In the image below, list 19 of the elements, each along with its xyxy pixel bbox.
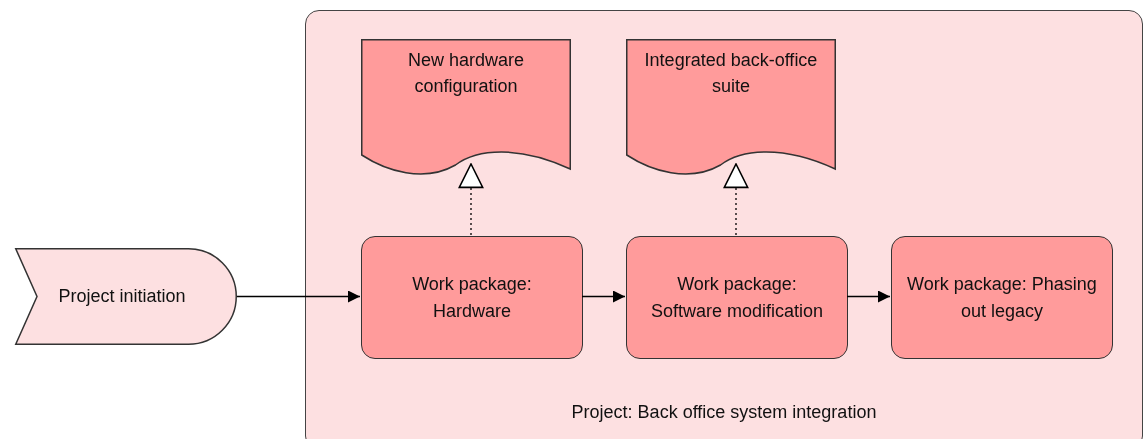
- arrow: [581, 290, 626, 303]
- work-package-box: [891, 236, 1113, 359]
- deliverable-shape: [361, 39, 571, 177]
- node-label: Work package: Software modification: [649, 273, 825, 323]
- node-label: Work package: Hardware: [411, 273, 533, 323]
- node-label: Project initiation: [58, 285, 186, 309]
- node-label: Integrated back-office suite: [644, 49, 818, 99]
- arrow: [236, 290, 361, 303]
- group-box: [305, 10, 1143, 439]
- work-package-box: [626, 236, 848, 359]
- realization-arrow: [723, 163, 749, 236]
- group-label: Project: Back office system integration: [571, 400, 877, 424]
- deliverable-shape: [626, 39, 836, 177]
- realization-arrow: [458, 163, 484, 236]
- work-package-box: [361, 236, 583, 359]
- node-label: New hardware configuration: [406, 49, 526, 99]
- event-shape: [15, 248, 237, 345]
- arrow: [846, 290, 891, 303]
- node-label: Work package: Phasing out legacy: [906, 273, 1098, 323]
